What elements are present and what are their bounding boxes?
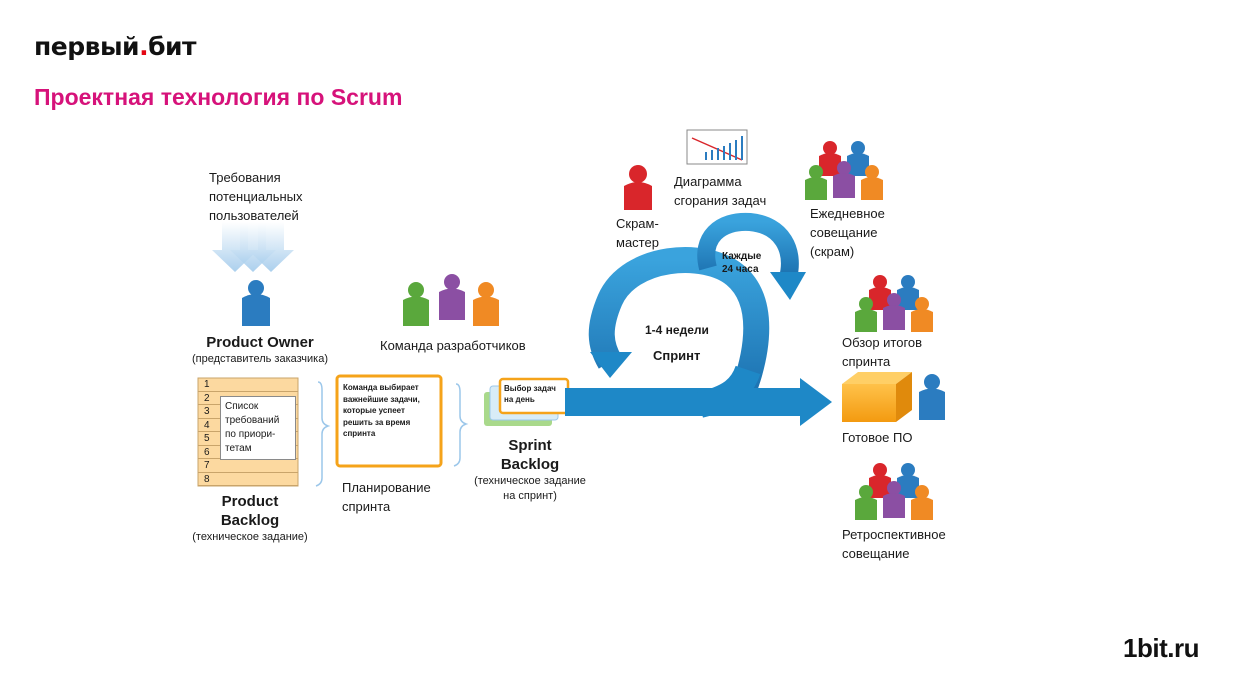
plan-card-line-4: решить за время xyxy=(343,417,411,427)
requirements-line-2: потенциальных xyxy=(209,189,303,204)
page-title: Проектная технология по Scrum xyxy=(34,84,403,110)
sprint-review-label: Обзор итогов спринта xyxy=(842,333,922,371)
requirements-list-card: Список требований по приори- тетам xyxy=(220,396,296,460)
requirements-label: Требования потенциальных пользователей xyxy=(209,168,303,225)
product-backlog-subtitle: (техническое задание) xyxy=(192,531,308,543)
requirements-line-3: пользователей xyxy=(209,208,299,223)
sprint-arrow xyxy=(565,212,832,426)
sprint-planning-card-text: Команда выбирает важнейшие задачи, котор… xyxy=(343,382,437,440)
burndown-chart-icon xyxy=(686,129,748,165)
retrospective-people-icon xyxy=(855,463,933,520)
logo-text-b: бит xyxy=(148,32,197,61)
backlog-row: 8 xyxy=(198,473,298,486)
company-logo: первый.бит xyxy=(34,32,197,61)
finished-product-label: Готовое ПО xyxy=(842,430,913,445)
backlog-row: 1 xyxy=(198,378,298,392)
product-owner-title: Product Owner xyxy=(206,334,314,351)
req-card-line-2: требований xyxy=(225,415,280,426)
sprint-backlog-sub-1: (техническое задание xyxy=(474,475,586,487)
req-card-line-1: Список xyxy=(225,401,259,412)
sprint-review-people-icon xyxy=(855,275,933,332)
logo-text-a: первый xyxy=(34,32,140,61)
product-owner-person-icon xyxy=(242,280,270,326)
every-line-2: 24 часа xyxy=(722,264,759,275)
dev-team-label: Команда разработчиков xyxy=(380,338,526,353)
burndown-line-2: сгорания задач xyxy=(674,193,767,208)
sprint-backlog-cards xyxy=(484,377,570,426)
burndown-label: Диаграмма сгорания задач xyxy=(674,172,766,210)
scrum-master-line-1: Скрам- xyxy=(616,216,659,231)
sprint-backlog-card-text: Выбор задач на день xyxy=(504,383,562,405)
finished-product-box-icon xyxy=(842,372,912,422)
customer-person-icon xyxy=(919,374,945,420)
plan-card-line-3: которые успеет xyxy=(343,406,405,415)
planning-line-1: Планирование xyxy=(342,480,431,495)
burndown-line-1: Диаграмма xyxy=(674,174,742,189)
scrum-master-label: Скрам- мастер xyxy=(616,214,659,252)
plan-card-line-5: спринта xyxy=(343,429,376,438)
dev-team-people-icon xyxy=(403,274,499,326)
sprint-duration-label: 1-4 недели xyxy=(645,323,709,337)
product-backlog-label: Product Backlog (техническое задание) xyxy=(180,492,320,545)
review-line-1: Обзор итогов xyxy=(842,335,923,350)
daily-line-2: совещание xyxy=(810,225,878,240)
every-line-1: Каждые xyxy=(722,251,762,262)
sprint-planning-label: Планирование спринта xyxy=(342,478,431,516)
plan-card-line-1: Команда выбирает xyxy=(343,383,419,392)
footer-url: 1bit.ru xyxy=(1123,633,1199,663)
review-line-2: спринта xyxy=(842,354,891,369)
product-backlog-line-1: Product xyxy=(221,493,279,510)
sprint-card-line-1: Выбор задач xyxy=(504,384,556,393)
daily-line-1: Ежедневное xyxy=(810,206,885,221)
backlog-row: 7 xyxy=(198,459,298,473)
sprint-backlog-line-1: Sprint xyxy=(508,437,552,454)
sprint-card-line-2: на день xyxy=(504,395,535,404)
product-owner-subtitle: (представитель заказчика) xyxy=(191,353,329,365)
retro-line-2: совещание xyxy=(842,546,910,561)
req-card-line-3: по приори- xyxy=(225,429,276,440)
req-card-line-4: тетам xyxy=(225,443,252,454)
product-backlog-line-2: Backlog xyxy=(220,512,280,529)
scrum-master-person-icon xyxy=(624,165,652,210)
daily-line-3: (скрам) xyxy=(810,244,855,259)
daily-meeting-people-icon xyxy=(805,141,883,200)
retro-line-1: Ретроспективное xyxy=(842,527,946,542)
requirements-line-1: Требования xyxy=(209,170,281,185)
scrum-master-line-2: мастер xyxy=(616,235,659,250)
logo-accent: . xyxy=(139,32,149,61)
sprint-backlog-label: Sprint Backlog (техническое задание на с… xyxy=(470,436,590,504)
retrospective-label: Ретроспективное совещание xyxy=(842,525,946,563)
sprint-label: Спринт xyxy=(653,348,701,363)
sprint-backlog-sub-2: на спринт) xyxy=(503,490,557,502)
product-owner-label: Product Owner (представитель заказчика) xyxy=(190,333,330,367)
sprint-backlog-line-2: Backlog xyxy=(500,456,560,473)
plan-card-line-2: важнейшие задачи, xyxy=(343,394,420,404)
every-24h-label: Каждые 24 часа xyxy=(722,250,761,276)
planning-line-2: спринта xyxy=(342,499,391,514)
daily-meeting-label: Ежедневное совещание (скрам) xyxy=(810,204,885,261)
requirements-arrows xyxy=(212,222,294,272)
